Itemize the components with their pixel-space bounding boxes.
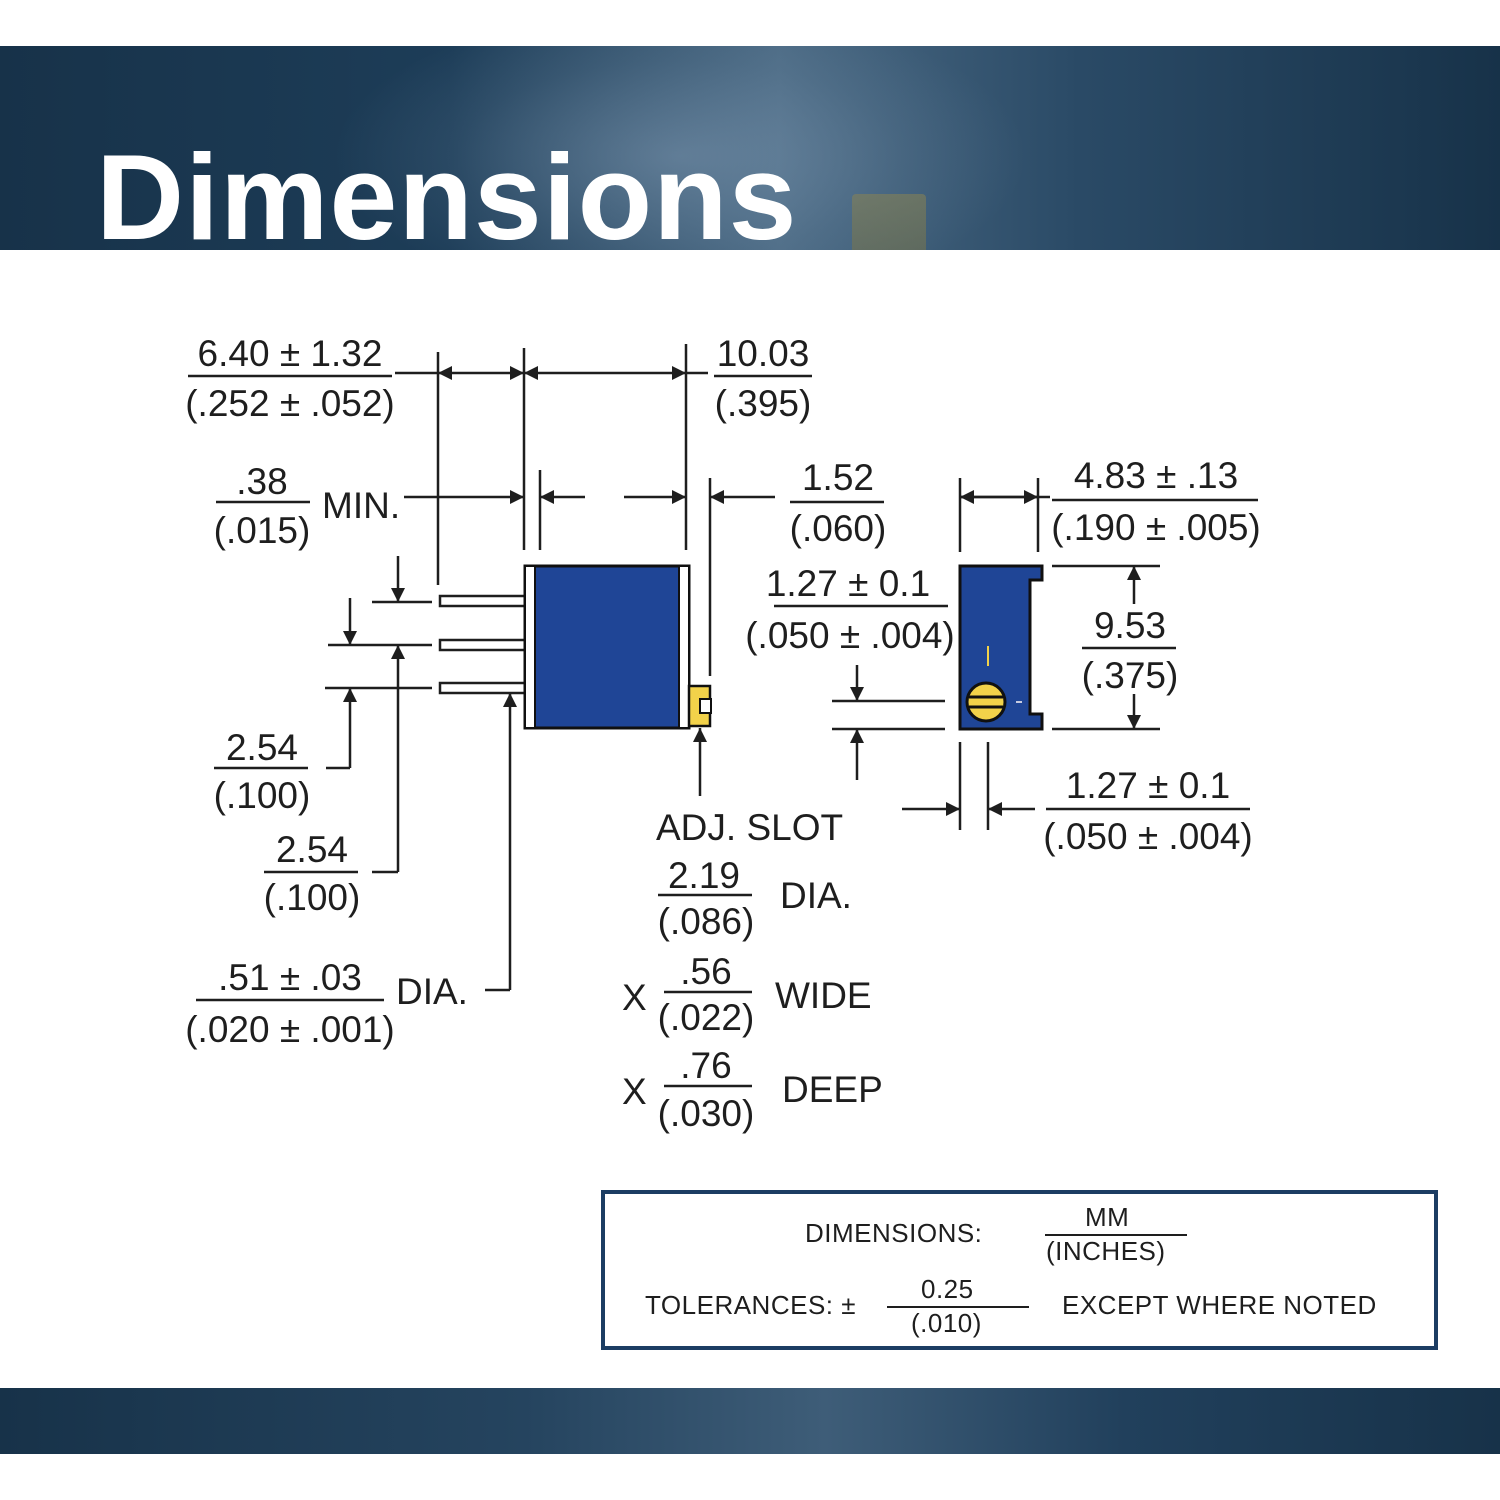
pin [438,638,532,652]
legend-tol-mm: 0.25 [921,1274,974,1304]
pin-dia-in: (.020 ± .001) [185,1009,395,1050]
slot-dia-suffix: DIA. [780,875,852,916]
width-total-mm: 6.40 ± 1.32 [198,333,383,374]
adjustment-screw-head [965,681,1007,723]
legend-except: EXCEPT WHERE NOTED [1062,1290,1377,1320]
slot-wide-mm: .56 [680,951,731,992]
standoff-in: (.015) [214,510,311,551]
height-mm: 9.53 [1094,605,1166,646]
drawing-lines [188,344,1258,1088]
slot-deep-prefix: X [622,1071,647,1112]
depth-in: (.190 ± .005) [1051,507,1261,548]
pin [438,594,532,608]
units-legend: DIMENSIONS: MM (INCHES) TOLERANCES: ± 0.… [601,1190,1438,1350]
slot-wide-suffix: WIDE [775,975,872,1016]
legend-unit-inches: (INCHES) [1046,1236,1166,1266]
pin-pitch-b-mm: 2.54 [276,829,348,870]
body-flange [678,565,690,729]
pin-pitch-b-in: (.100) [264,877,361,918]
legend-unit-mm: MM [1085,1202,1130,1232]
pin [438,681,532,695]
body-width-in: (.395) [715,383,812,424]
body-flange [524,565,536,729]
width-total-in: (.252 ± .052) [185,383,395,424]
body-width-mm: 10.03 [717,333,810,374]
legend-dimensions-label: DIMENSIONS: [805,1218,983,1248]
slot-offset-mm: 1.52 [802,457,874,498]
pin-offset-bottom-in: (.050 ± .004) [1043,816,1253,857]
slot-deep-suffix: DEEP [782,1069,883,1110]
slot-offset-in: (.060) [790,508,887,549]
slot-deep-in: (.030) [658,1093,755,1134]
standoff-suffix: MIN. [322,485,400,526]
pin-dia-mm: .51 ± .03 [218,957,362,998]
side-view [958,564,1044,731]
legend-tolerances-label: TOLERANCES: ± [645,1290,857,1320]
height-in: (.375) [1082,655,1179,696]
adjustment-slot [699,698,712,714]
slot-dia-in: (.086) [658,901,755,942]
banner-component-photo [852,194,926,250]
pin-pitch-a-mm: 2.54 [226,727,298,768]
depth-mm: 4.83 ± .13 [1074,455,1238,496]
front-view [438,564,712,730]
legend-tol-bar [887,1306,1029,1308]
header-banner: Dimensions [0,46,1500,250]
potentiometer-body [523,564,691,730]
pin-offset-side-in: (.050 ± .004) [745,615,955,656]
page-title: Dimensions [96,129,798,250]
adj-slot-label: ADJ. SLOT [656,807,843,848]
slot-deep-mm: .76 [680,1045,731,1086]
slot-dia-mm: 2.19 [668,855,740,896]
footer-banner [0,1388,1500,1454]
pin-offset-side-mm: 1.27 ± 0.1 [766,563,930,604]
slot-wide-in: (.022) [658,997,755,1038]
dimension-labels: 6.40 ± 1.32 (.252 ± .052) 10.03 (.395) .… [185,333,1261,1134]
standoff-mm: .38 [236,461,287,502]
legend-unit-bar [1045,1234,1187,1236]
pin-dia-suffix: DIA. [396,971,468,1012]
slot-wide-prefix: X [622,977,647,1018]
legend-tol-in: (.010) [911,1308,982,1338]
pin-offset-bottom-mm: 1.27 ± 0.1 [1066,765,1230,806]
pin-pitch-a-in: (.100) [214,775,311,816]
